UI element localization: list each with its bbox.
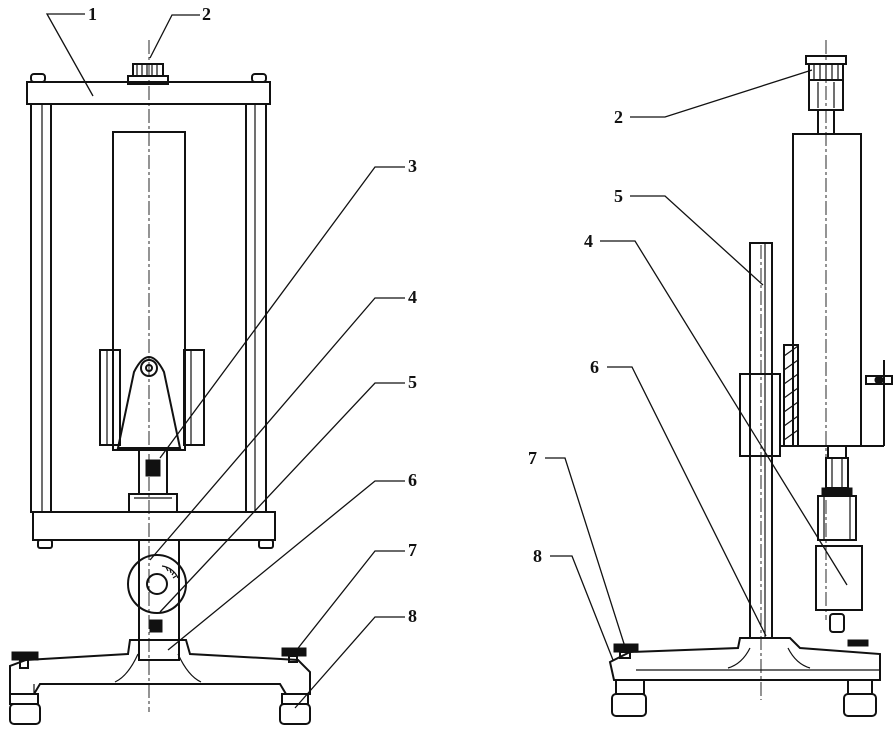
front-label-8: 8	[408, 606, 417, 626]
support-feet	[611, 679, 877, 717]
side-label-6: 6	[590, 357, 599, 377]
dial-assembly	[127, 539, 187, 661]
leveling-screws	[613, 639, 869, 659]
leveling-screws	[11, 647, 307, 669]
part-labels: 1 2 3 4 5 6 7 8 2 5 4 6 7 8	[88, 4, 623, 626]
side-label-7: 7	[528, 448, 537, 468]
clamp-assembly	[128, 447, 178, 513]
side-label-5: 5	[614, 186, 623, 206]
support-feet	[9, 693, 311, 725]
side-label-8: 8	[533, 546, 542, 566]
front-label-3: 3	[408, 156, 417, 176]
bracket	[739, 344, 893, 457]
front-label-5: 5	[408, 372, 417, 392]
side-label-4: 4	[584, 231, 593, 251]
leader-lines	[45, 13, 848, 709]
lower-clamp	[815, 445, 863, 633]
side-label-2: 2	[614, 107, 623, 127]
front-view	[9, 40, 311, 725]
front-label-1: 1	[88, 4, 97, 24]
front-label-2: 2	[202, 4, 211, 24]
base	[9, 639, 311, 695]
front-label-4: 4	[408, 287, 417, 307]
side-view	[608, 40, 893, 717]
front-label-7: 7	[408, 540, 417, 560]
base	[608, 637, 881, 681]
outer-frame	[26, 73, 276, 549]
inner-column	[99, 131, 205, 451]
main-body	[792, 133, 862, 447]
front-label-6: 6	[408, 470, 417, 490]
top-adjust-knob	[127, 63, 169, 85]
